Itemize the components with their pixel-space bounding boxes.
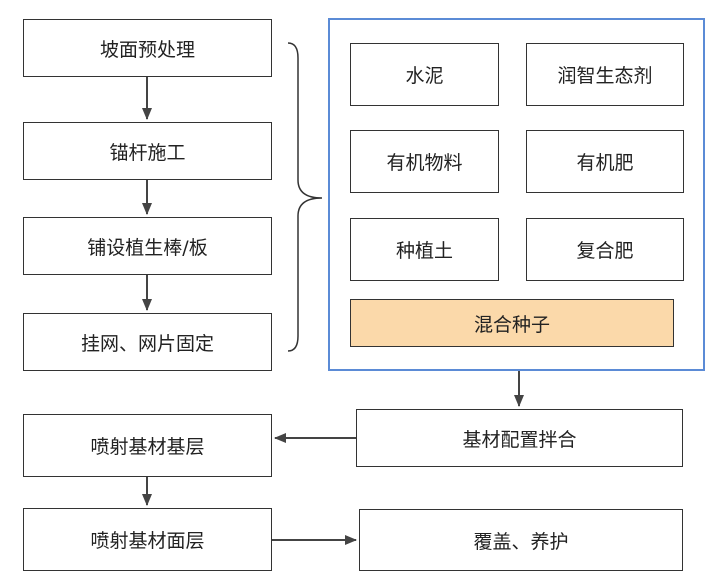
step-anchor-construction: 锚杆施工 (23, 122, 272, 180)
step-substrate-mixing: 基材配置拌合 (356, 409, 683, 467)
step-net-fixing: 挂网、网片固定 (23, 313, 272, 371)
material-organic-fertilizer: 有机肥 (526, 130, 684, 193)
material-organic-matter: 有机物料 (350, 130, 499, 193)
material-mixed-seeds: 混合种子 (350, 299, 674, 347)
step-spray-surface-layer: 喷射基材面层 (23, 508, 272, 571)
material-planting-soil: 种植土 (350, 218, 499, 281)
step-spray-base-layer: 喷射基材基层 (23, 414, 272, 477)
step-cover-maintain: 覆盖、养护 (359, 509, 683, 571)
material-compound-fertilizer: 复合肥 (526, 218, 684, 281)
material-cement: 水泥 (350, 43, 499, 106)
step-lay-vegetation-rods: 铺设植生棒/板 (23, 217, 272, 275)
step-slope-pretreatment: 坡面预处理 (23, 19, 272, 77)
curly-brace (287, 42, 323, 352)
materials-group-frame (328, 18, 705, 371)
material-ecological-agent: 润智生态剂 (526, 43, 684, 106)
